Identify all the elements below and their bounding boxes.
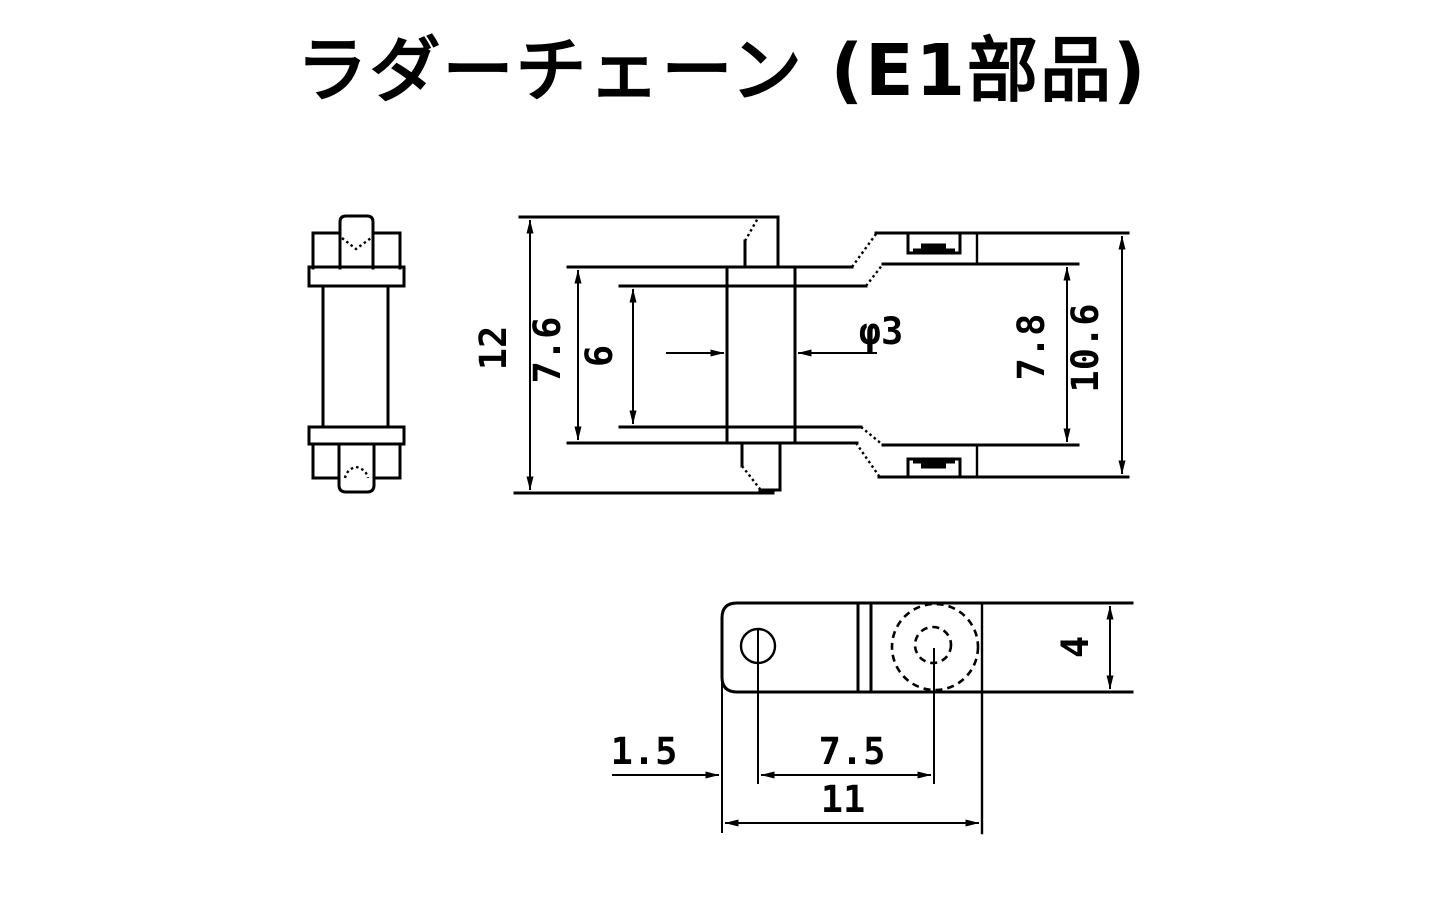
top-view [720,601,1134,835]
dim-plate-width: 4 [1054,636,1097,658]
dim-hole-edge-offset: 1.5 [611,730,678,773]
dim-overall-height: 12 [472,326,515,371]
drawing-title: ラダーチェーン (E1部品) [297,29,1148,112]
end-view [307,214,406,494]
dim-inner-height: 7.6 [526,317,569,384]
side-view-dimensions: 12 7.6 6 φ3 7.8 10.6 [472,219,1126,491]
dim-right-inner-height: 7.8 [1010,314,1053,381]
dim-link-length: 11 [821,778,866,821]
dim-opening-height: 6 [578,345,621,367]
side-view [513,215,1130,495]
dim-pin-diameter: φ3 [859,310,904,353]
dim-hole-pitch: 7.5 [819,730,886,773]
top-view-dimensions: 1.5 7.5 11 4 [611,605,1114,827]
dim-right-outer-height: 10.6 [1064,303,1107,392]
